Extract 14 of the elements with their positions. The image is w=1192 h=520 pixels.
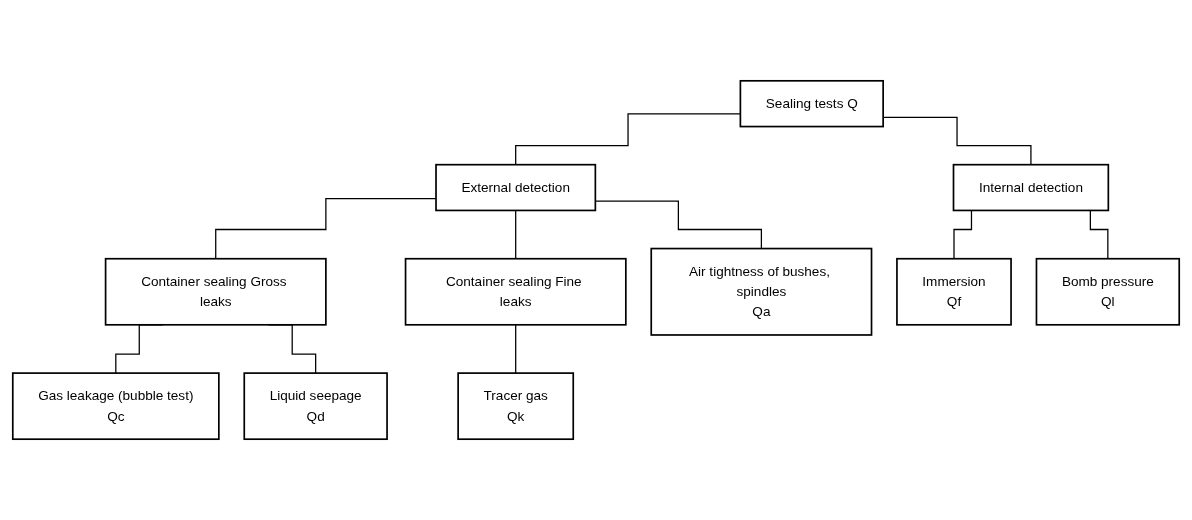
node-box: Bomb pressure Ql xyxy=(1035,257,1181,326)
connector xyxy=(515,209,517,260)
node-box: Liquid seepage Qd xyxy=(243,372,388,441)
node-box: Air tightness of bushes, spindles Qa xyxy=(650,247,873,336)
node-box: Sealing tests Q xyxy=(739,79,884,128)
connector xyxy=(515,324,517,374)
node-box: External detection xyxy=(435,163,597,212)
node-box: Tracer gas Qk xyxy=(457,372,575,441)
node-box: Gas leakage (bubble test) Qc xyxy=(11,372,220,441)
node-box: Container sealing Gross leaks xyxy=(104,257,327,326)
node-box: Container sealing Fine leaks xyxy=(404,257,627,326)
node-box: Internal detection xyxy=(952,163,1110,212)
connector xyxy=(215,198,437,260)
node-box: Immersion Qf xyxy=(896,257,1012,326)
